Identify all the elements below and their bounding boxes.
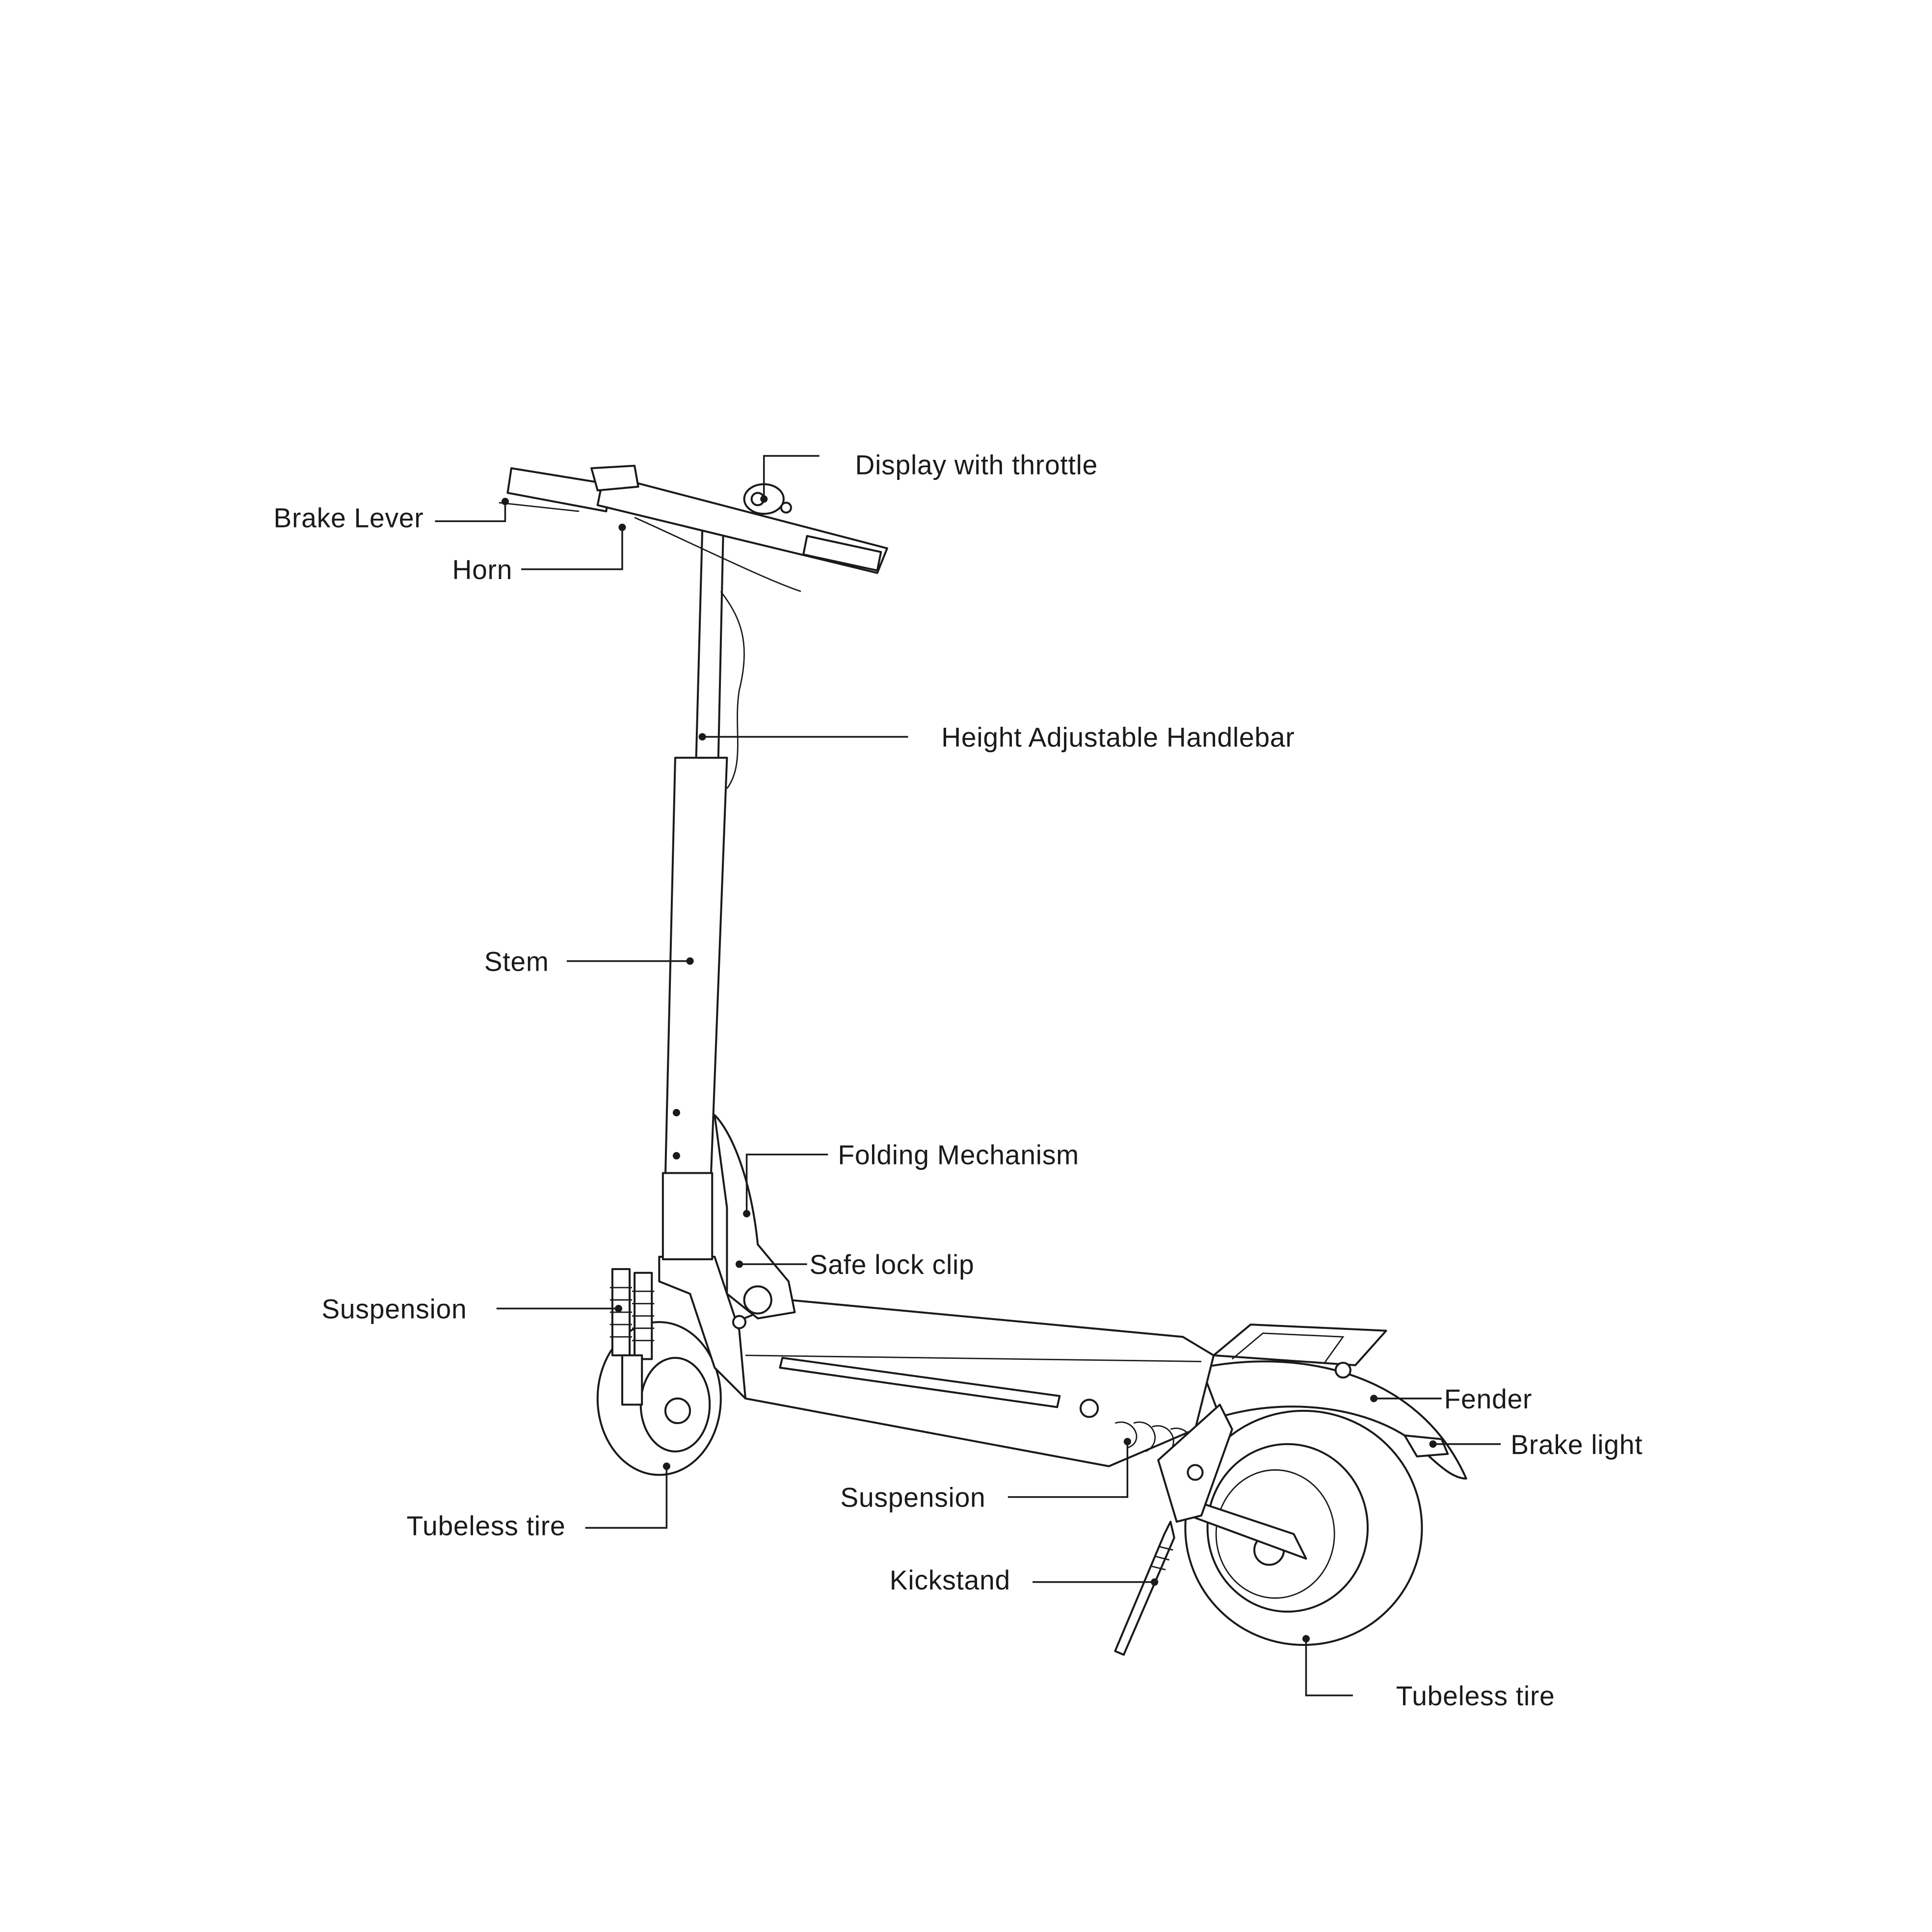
kickstand — [1114, 1520, 1175, 1656]
label-height-adjustable-handlebar: Height Adjustable Handlebar — [941, 722, 1295, 753]
scooter-illustration — [499, 465, 1467, 1656]
label-rear-tubeless-tire: Tubeless tire — [1396, 1681, 1555, 1711]
label-fender: Fender — [1444, 1384, 1532, 1414]
label-front-tubeless-tire: Tubeless tire — [407, 1511, 566, 1541]
label-rear-suspension: Suspension — [840, 1482, 985, 1513]
label-display-with-throttle: Display with throttle — [855, 450, 1098, 480]
label-brake-light: Brake light — [1510, 1429, 1642, 1460]
front-suspension — [609, 1268, 655, 1406]
rear-wheel — [1182, 1409, 1423, 1646]
label-folding-mechanism: Folding Mechanism — [838, 1140, 1079, 1170]
handlebar — [499, 465, 888, 592]
label-front-suspension: Suspension — [321, 1294, 467, 1324]
label-safe-lock-clip: Safe lock clip — [810, 1249, 975, 1280]
folding-mechanism — [714, 1114, 796, 1320]
leader-lines — [435, 455, 1501, 1696]
label-stem: Stem — [484, 947, 549, 977]
brake-light — [1403, 1434, 1449, 1457]
label-horn: Horn — [452, 555, 512, 585]
label-kickstand: Kickstand — [890, 1565, 1010, 1595]
fender — [1200, 1360, 1467, 1480]
rear-suspension — [1114, 1421, 1193, 1460]
label-brake-lever: Brake Lever — [273, 503, 423, 533]
